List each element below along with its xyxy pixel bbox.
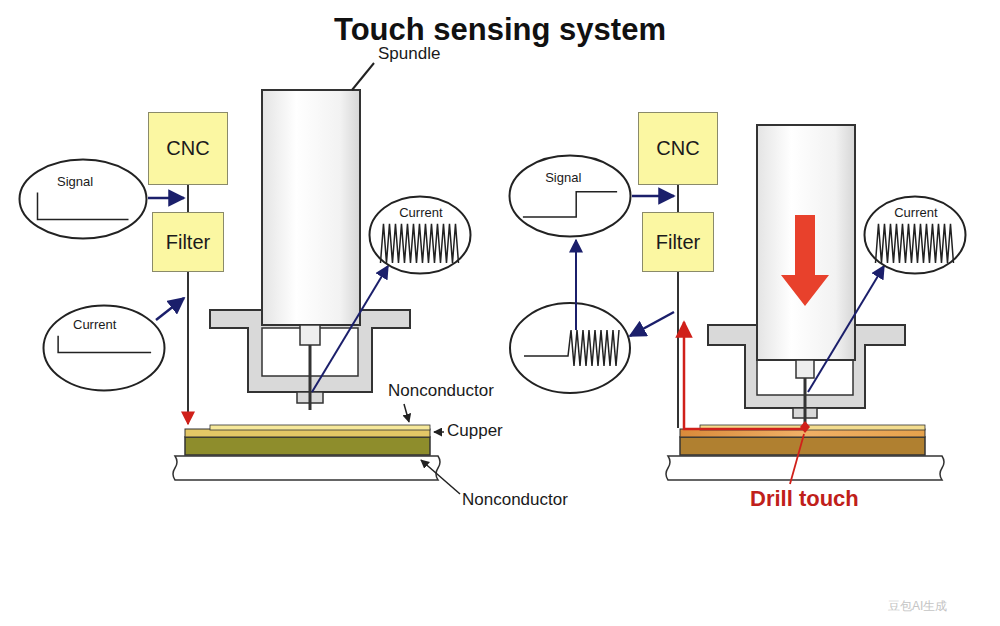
leader-line <box>808 266 884 392</box>
part-label: Nonconductor <box>462 490 568 510</box>
node-text: Filter <box>656 231 700 254</box>
part-label: Nonconductor <box>388 381 494 401</box>
bubble-outline <box>510 156 631 237</box>
watermark: 豆包AI生成 <box>888 598 947 615</box>
process-box: Filter <box>152 212 224 272</box>
spindle <box>300 325 320 345</box>
bubble-outline <box>18 158 148 240</box>
waveform <box>524 330 619 366</box>
node-text: CNC <box>656 137 699 160</box>
workpiece <box>185 437 430 455</box>
leader-line <box>352 63 374 90</box>
spindle <box>262 90 360 325</box>
part-label: Cupper <box>447 421 503 441</box>
callout-bubble: Signal <box>18 158 148 240</box>
wire <box>677 185 679 212</box>
node-text: Filter <box>166 231 210 254</box>
leader-line <box>312 266 388 392</box>
bubble-outline <box>370 197 471 274</box>
wire <box>800 421 810 433</box>
callout-bubble <box>510 303 630 393</box>
wire <box>187 272 189 424</box>
node-text: Signal <box>545 170 581 185</box>
spindle <box>309 345 312 410</box>
leader-line <box>404 404 409 422</box>
process-box: CNC <box>148 112 228 185</box>
bubble-outline <box>20 160 147 239</box>
wire <box>677 272 679 428</box>
callout-label: Drill touch <box>750 486 859 512</box>
title: Touch sensing system <box>0 12 1000 48</box>
node-text: Current <box>399 205 442 220</box>
waveform <box>38 192 129 219</box>
bubble-outline <box>865 197 966 274</box>
bubble-outline <box>508 154 632 238</box>
spindle <box>262 90 360 410</box>
leader-line <box>632 195 674 198</box>
callout-bubble: Current <box>42 304 166 392</box>
node-text: Signal <box>57 174 93 189</box>
spindle <box>804 378 807 425</box>
part-label: Spundle <box>378 44 440 64</box>
process-box: Filter <box>642 212 714 272</box>
wire <box>187 185 189 212</box>
spindle <box>757 125 855 360</box>
leader-line <box>421 460 460 494</box>
spindle <box>796 360 814 378</box>
wire <box>684 322 805 429</box>
waveform <box>380 224 458 263</box>
wire <box>678 272 810 433</box>
waveform <box>875 224 953 263</box>
spindle <box>781 215 829 306</box>
waveform <box>58 336 151 353</box>
workpiece <box>666 425 944 480</box>
waveform <box>523 192 617 217</box>
leader-line <box>790 434 804 484</box>
callout-bubble: Signal <box>508 154 632 238</box>
callout-bubble: Current <box>368 195 472 275</box>
bubble-outline <box>44 306 165 391</box>
process-box: CNC <box>638 112 718 185</box>
workpiece <box>210 425 430 430</box>
spindle <box>757 125 855 425</box>
node-text: Current <box>894 205 937 220</box>
leader-line <box>575 240 577 330</box>
leader-line <box>630 312 674 336</box>
wire <box>188 272 189 424</box>
node-text: Current <box>73 317 116 332</box>
leader-line <box>156 298 184 320</box>
leader-line <box>148 197 184 200</box>
node-text: CNC <box>166 137 209 160</box>
leader-line <box>148 63 460 494</box>
callout-bubble: Current <box>863 195 967 275</box>
leader-line <box>576 196 884 484</box>
callout-bubble <box>510 303 630 393</box>
workpiece <box>173 425 440 480</box>
waveform <box>524 330 619 366</box>
workpiece <box>666 456 944 480</box>
leader-line <box>434 431 444 433</box>
workpiece <box>173 456 440 480</box>
